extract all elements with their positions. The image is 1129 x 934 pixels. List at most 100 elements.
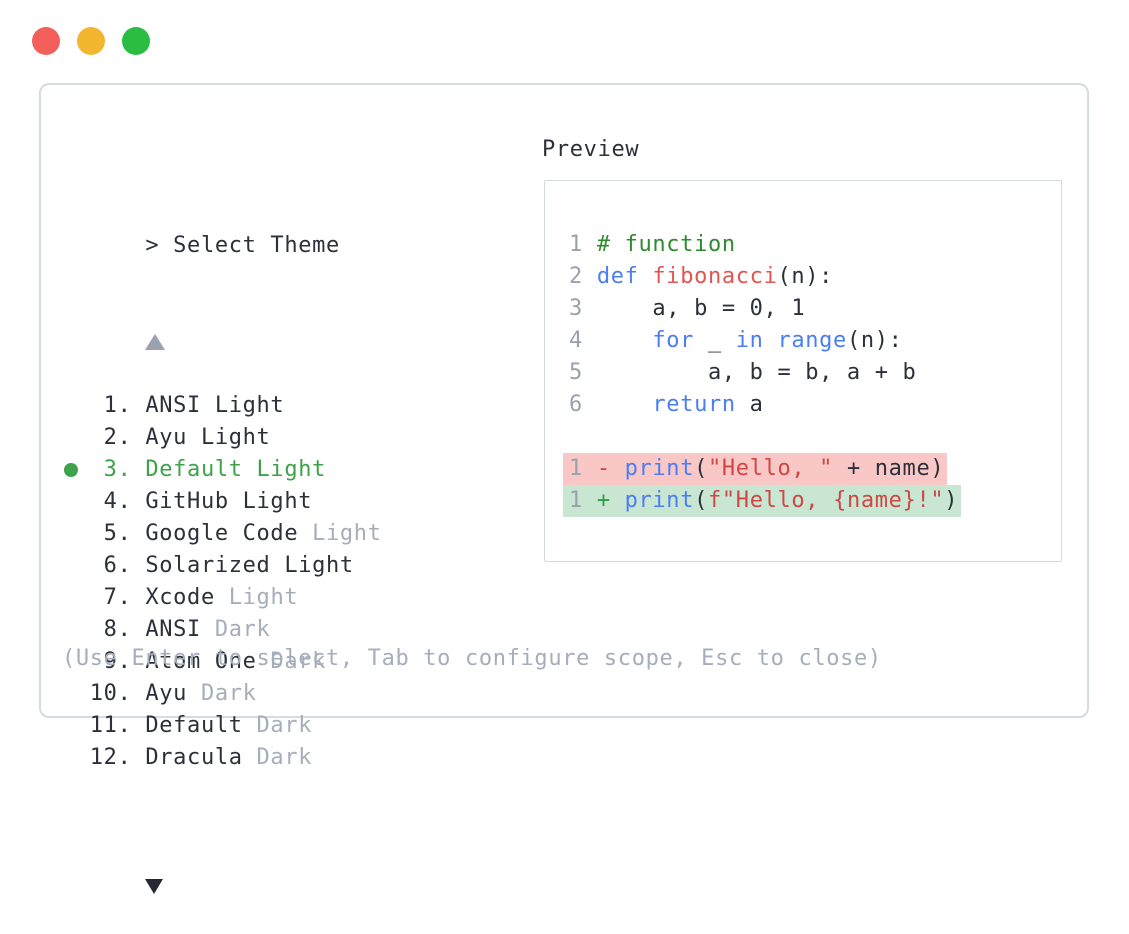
theme-item-label: 6. Solarized Light [62, 553, 354, 578]
theme-item-label: 2. Ayu Light [62, 425, 271, 450]
theme-item-label: 5. Google Code [62, 521, 299, 546]
theme-item[interactable]: 2. Ayu Light [62, 422, 382, 454]
diff-removed-line: 1 - print("Hello, " + name) [563, 453, 948, 485]
code-token-ln: 6 [569, 392, 583, 417]
code-token-pl [583, 392, 652, 417]
code-token-ln: 1 [569, 456, 583, 481]
code-token-com: # function [596, 232, 736, 257]
diff-added-line: 1 + print(f"Hello, {name}!") [563, 485, 962, 517]
theme-item-label: 8. ANSI [62, 617, 201, 642]
theme-item[interactable]: 11. Default Dark [62, 710, 382, 742]
code-token-minus: - [596, 456, 611, 481]
code-token-pl: ) [944, 488, 959, 513]
theme-item-suffix: Light [298, 521, 382, 546]
code-token-ln: 1 [569, 232, 583, 257]
code-token-pl [583, 456, 597, 481]
code-token-ln: 4 [569, 328, 583, 353]
selected-indicator-icon [64, 463, 78, 477]
theme-item[interactable]: 9. Atom One Dark [62, 646, 382, 678]
code-line: 3 a, b = 0, 1 [569, 293, 1061, 325]
code-token-kw: return [652, 392, 736, 417]
code-token-pl [583, 328, 652, 353]
code-token-ln: 5 [569, 360, 583, 385]
scroll-up-icon[interactable] [145, 334, 166, 350]
code-token-pl [764, 328, 778, 353]
code-token-plus: + [596, 488, 611, 513]
code-token-kw: for [652, 328, 695, 353]
theme-item-suffix: Dark [242, 745, 313, 770]
code-token-pl [583, 232, 597, 257]
scroll-down-icon[interactable] [145, 878, 164, 894]
code-line: 4 for _ in range(n): [569, 325, 1061, 357]
theme-item-label: 7. Xcode [62, 585, 215, 610]
theme-item-label: 9. Atom One [62, 649, 257, 674]
code-token-pl: (n): [777, 264, 834, 289]
theme-item-label: 10. Ayu [62, 681, 188, 706]
code-token-kw: print [624, 456, 695, 481]
code-token-pl: a, b = 0, 1 [582, 296, 806, 321]
theme-item[interactable]: 8. ANSI Dark [62, 614, 382, 646]
code-token-pl [583, 488, 597, 513]
scroll-up-row[interactable] [62, 294, 382, 350]
theme-item-suffix: Dark [187, 681, 257, 706]
code-token-pl [583, 264, 597, 289]
code-token-ln: 3 [569, 296, 583, 321]
code-token-fn: fibonacci [652, 264, 778, 289]
code-line: 1 # function [569, 229, 1061, 261]
theme-item-label: 3. Default Light [62, 457, 327, 482]
code-token-kw: in [735, 328, 764, 353]
preview-title: Preview [542, 137, 640, 162]
code-token-str: "Hello, " [708, 456, 834, 481]
minimize-button-icon[interactable] [77, 27, 105, 55]
zoom-button-icon[interactable] [122, 27, 150, 55]
theme-item-suffix: Light [214, 585, 299, 610]
code-line: 2 def fibonacci(n): [569, 261, 1061, 293]
code-line: 6 return a [569, 389, 1061, 421]
theme-item-label: 4. GitHub Light [62, 489, 313, 514]
theme-selector-panel: > Select Theme 1. ANSI Light 2. Ayu Ligh… [39, 83, 1089, 894]
theme-item-label: 12. Dracula [62, 745, 243, 770]
theme-item[interactable]: 6. Solarized Light [62, 550, 382, 582]
code-token-kw: range [777, 328, 847, 353]
code-token-kw: print [624, 488, 695, 513]
code-token-pl: (n): [846, 328, 903, 353]
code-token-pl: _ [694, 328, 736, 353]
code-token-ln: 2 [569, 264, 583, 289]
code-token-pl: a [735, 392, 764, 417]
theme-item[interactable]: 3. Default Light [62, 454, 382, 486]
theme-item[interactable]: 5. Google Code Light [62, 518, 382, 550]
code-token-pl [611, 488, 625, 513]
code-line: 1 - print("Hello, " + name) [563, 453, 1061, 485]
theme-item-label: 1. ANSI Light [62, 393, 285, 418]
theme-item[interactable]: 12. Dracula Dark [62, 742, 382, 774]
theme-item-suffix: Dark [242, 713, 313, 738]
theme-list: 1. ANSI Light 2. Ayu Light 3. Default Li… [62, 390, 382, 774]
theme-item-suffix: Dark [256, 649, 327, 674]
prompt: > Select Theme [62, 198, 382, 258]
code-token-kw: def [596, 264, 639, 289]
window-controls [32, 27, 150, 55]
code-token-pl [611, 456, 625, 481]
close-button-icon[interactable] [32, 27, 60, 55]
theme-item[interactable]: 7. Xcode Light [62, 582, 382, 614]
code-token-pl: a, b = b, a + b [582, 360, 917, 385]
code-line [569, 421, 1061, 453]
code-token-str: f"Hello, {name}!" [708, 488, 945, 513]
theme-list-column: > Select Theme 1. ANSI Light 2. Ayu Ligh… [62, 134, 382, 934]
help-text: (Use Enter to select, Tab to configure s… [62, 646, 882, 671]
code-token-pl: ( [694, 456, 709, 481]
theme-item[interactable]: 1. ANSI Light [62, 390, 382, 422]
code-token-pl: + name) [833, 456, 945, 481]
scroll-down-row[interactable] [62, 838, 382, 894]
code-line: 1 + print(f"Hello, {name}!") [563, 485, 1061, 517]
theme-item-label: 11. Default [62, 713, 243, 738]
theme-item[interactable]: 10. Ayu Dark [62, 678, 382, 710]
code-line: 5 a, b = b, a + b [569, 357, 1061, 389]
theme-item[interactable]: 4. GitHub Light [62, 486, 382, 518]
code-token-pl: ( [694, 488, 709, 513]
prompt-text: > Select Theme [145, 233, 340, 258]
code-token-pl [639, 264, 653, 289]
code-token-ln: 1 [569, 488, 583, 513]
